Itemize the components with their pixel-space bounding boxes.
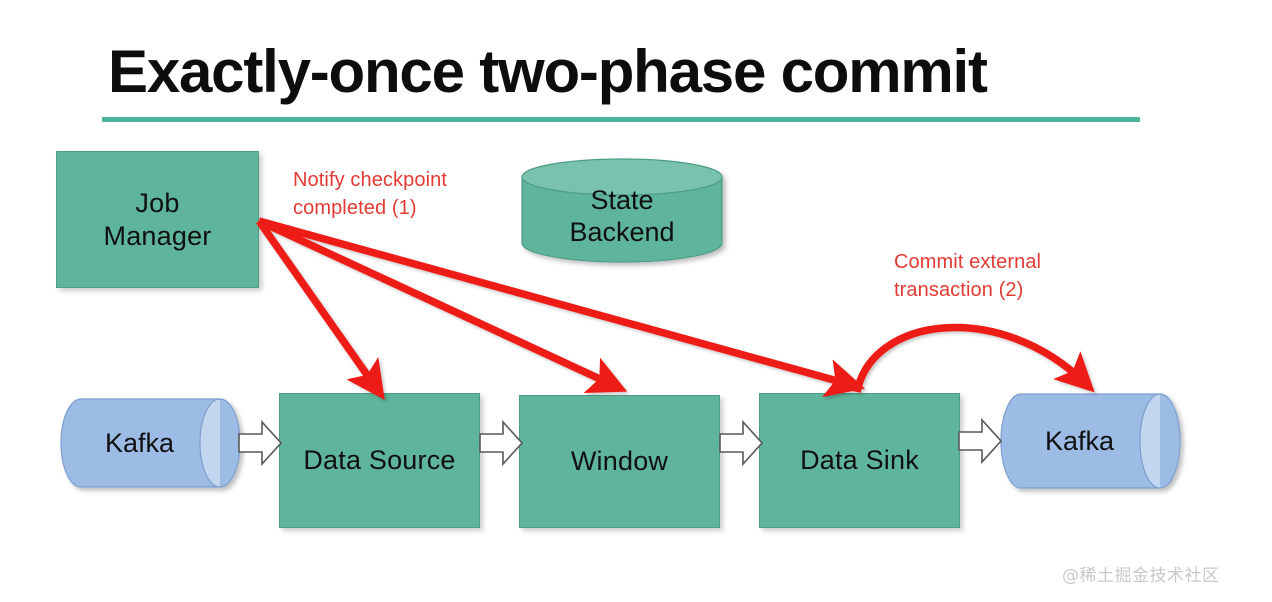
block-arrow-data-sink-to-kafka: [958, 417, 1002, 465]
node-job-manager[interactable]: Job Manager: [56, 151, 259, 288]
node-data-sink-label: Data Sink: [800, 445, 919, 476]
node-job-manager-label: Job Manager: [103, 187, 212, 251]
page-title: Exactly-once two-phase commit: [108, 38, 988, 105]
node-state-backend[interactable]: State Backend: [521, 158, 723, 263]
node-kafka-source[interactable]: Kafka: [57, 398, 244, 488]
annotation-notify-checkpoint: Notify checkpoint completed (1): [293, 169, 447, 220]
red-arrow-data-sink-to-kafka-commit: [853, 323, 1095, 393]
title-underline-rule: [102, 117, 1140, 122]
node-data-source-label: Data Source: [303, 445, 456, 476]
block-arrow-data-source-to-window: [479, 419, 523, 467]
cylinder-shape-state-backend: [521, 158, 723, 263]
node-window[interactable]: Window: [519, 395, 720, 528]
annotation-commit-external-transaction: Commit external transaction (2): [894, 251, 1042, 302]
node-data-sink[interactable]: Data Sink: [759, 393, 960, 528]
cylinder-shape-kafka-sink: [1000, 393, 1181, 489]
watermark-text: @稀土掘金技术社区: [1062, 566, 1220, 586]
red-arrow-jobmanager-to-data-source: [255, 218, 385, 401]
block-arrow-kafka-to-data-source: [238, 419, 282, 467]
block-arrow-window-to-data-sink: [719, 419, 763, 467]
node-kafka-sink[interactable]: Kafka: [997, 393, 1184, 489]
node-window-label: Window: [570, 446, 669, 477]
cylinder-shape-kafka-source: [60, 398, 241, 488]
node-data-source[interactable]: Data Source: [279, 393, 480, 528]
